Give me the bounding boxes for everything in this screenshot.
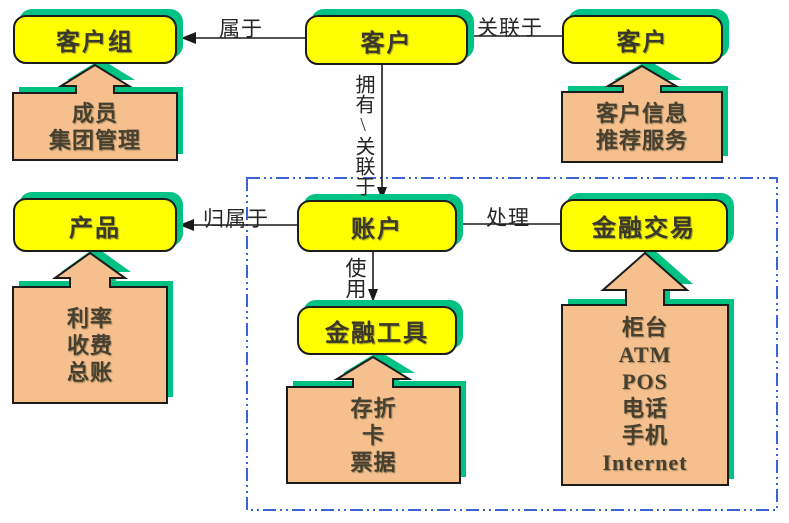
entity-customer: 客户 <box>305 15 468 65</box>
arrowhead-uses <box>368 289 378 302</box>
entity-account: 账户 <box>297 200 457 252</box>
relation-label-owns: 拥有\关联于 <box>352 74 374 196</box>
attribute-line: 总账 <box>66 359 113 385</box>
entity-product: 产品 <box>13 198 177 252</box>
arrowhead-belongs-to <box>181 32 196 44</box>
arrowhead-owns <box>377 187 387 200</box>
entity-financial-instrument: 金融工具 <box>297 306 457 355</box>
callout-channels-shape <box>561 247 734 486</box>
attribute-line: 集团管理 <box>48 127 141 153</box>
callout-member-shape <box>12 59 183 161</box>
attribute-line: 票据 <box>350 449 397 475</box>
callout-product-attrs-shape <box>12 247 173 404</box>
attribute-line: ATM <box>618 342 672 367</box>
attributes-product: 利率 收费 总账 <box>13 287 167 403</box>
attributes-transaction-channels: 柜台 ATM POS 电话 手机 Internet <box>562 305 728 485</box>
attribute-line: 电话 <box>621 396 668 421</box>
system-boundary-box <box>246 177 778 511</box>
attribute-line: 推荐服务 <box>595 128 688 153</box>
relation-label-attributed-to: 归属于 <box>203 207 269 231</box>
attribute-line: 收费 <box>66 332 113 358</box>
entity-financial-transaction: 金融交易 <box>560 199 728 252</box>
arrowhead-attributed-to <box>179 219 194 231</box>
attributes-customer-group: 成员 集团管理 <box>13 93 177 160</box>
entity-customer-related: 客户 <box>562 15 723 64</box>
attribute-line: 手机 <box>621 423 668 448</box>
attribute-line: Internet <box>602 450 688 475</box>
attributes-financial-instrument: 存折 卡 票据 <box>287 387 460 483</box>
attribute-line: 柜台 <box>621 315 668 340</box>
relation-label-belongs-to: 属于 <box>219 17 263 41</box>
attribute-line: POS <box>622 369 668 394</box>
attribute-line: 成员 <box>71 100 118 126</box>
attribute-line: 利率 <box>66 305 113 331</box>
attribute-line: 卡 <box>361 422 385 448</box>
relation-label-handles: 处理 <box>486 206 530 230</box>
callout-instrument-types-shape <box>286 351 466 484</box>
entity-customer-group: 客户组 <box>13 15 177 64</box>
relation-label-associated-with: 关联于 <box>477 16 543 40</box>
attributes-customer: 客户信息 推荐服务 <box>562 92 722 162</box>
attribute-line: 存折 <box>350 395 397 421</box>
attribute-line: 客户信息 <box>595 101 688 126</box>
relation-label-uses: 使用 <box>343 257 368 299</box>
callout-customer-info-shape <box>561 60 728 163</box>
